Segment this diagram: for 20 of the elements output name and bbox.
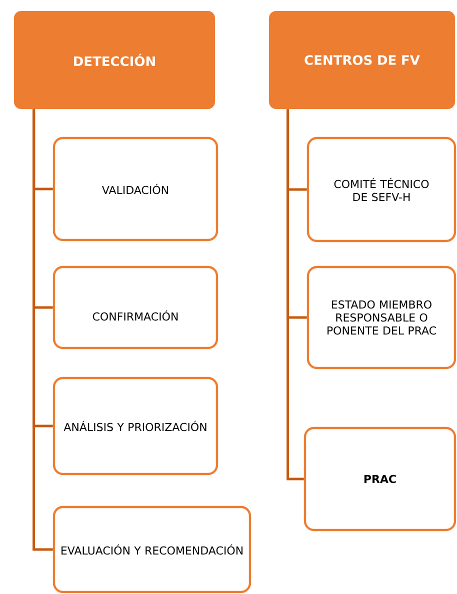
node-label: ESTADO MIEMBRO RESPONSABLE O PONENTE DEL PRAC	[328, 300, 436, 335]
category-box	[269, 11, 455, 109]
process-box	[304, 426, 456, 532]
process-box	[52, 266, 218, 350]
category-box	[14, 11, 215, 109]
connector-line	[32, 109, 53, 551]
process-box	[306, 136, 456, 242]
node-label: ANÁLISIS Y PRIORIZACIÓN	[64, 420, 206, 432]
process-box	[52, 136, 218, 242]
node-label: VALIDACIÓN	[102, 184, 168, 194]
process-box	[306, 266, 456, 370]
node-label: COMITÉ TÉCNICO DE SEFV-H	[334, 178, 429, 202]
node-label: PRAC	[364, 474, 396, 484]
node-label: EVALUACIÓN Y RECOMENDACIÓN	[62, 544, 242, 555]
node-label: CONFIRMACIÓN	[92, 310, 178, 321]
process-box	[52, 506, 252, 594]
connector-line	[286, 109, 304, 480]
node-label: CENTROS DE FV	[304, 55, 420, 65]
process-box	[52, 376, 218, 476]
node-label: DETECCIÓN	[74, 54, 155, 66]
